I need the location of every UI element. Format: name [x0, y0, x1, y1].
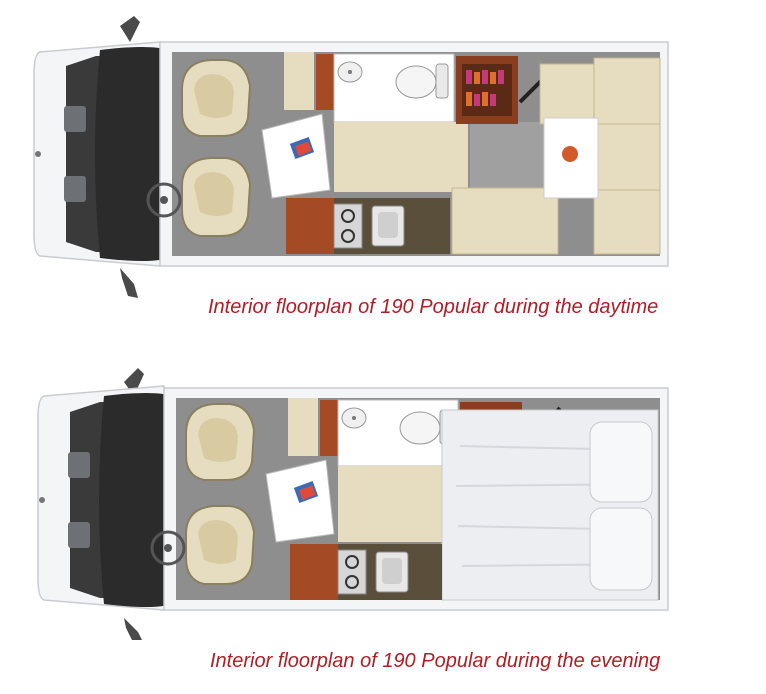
stove-icon	[337, 549, 367, 595]
mirror-icon	[120, 16, 140, 42]
table-icon	[261, 113, 331, 199]
caption-daytime: Interior floorplan of 190 Popular during…	[208, 296, 659, 318]
captain-seat-icon	[181, 59, 252, 137]
floorplan-daytime	[0, 14, 766, 304]
captain-seat-icon	[185, 403, 256, 481]
toilet-icon	[395, 63, 449, 99]
sink-icon	[341, 407, 367, 429]
captain-seat-icon	[185, 505, 256, 585]
steering-wheel-icon	[150, 530, 186, 566]
sink-icon	[371, 205, 405, 247]
mirror-icon	[120, 268, 138, 298]
captain-seat-icon	[181, 157, 252, 237]
table-icon	[265, 459, 335, 543]
cabinet	[290, 544, 338, 600]
sofa-icon	[593, 57, 661, 255]
sink-icon	[337, 61, 363, 83]
wardrobe-icon	[456, 56, 518, 124]
steering-wheel-icon	[146, 182, 182, 218]
cabinet	[320, 400, 340, 456]
floorplan-evening-drawing	[37, 368, 669, 640]
floorplan-evening	[0, 366, 766, 642]
mirror-icon	[124, 618, 142, 640]
caption-evening: Interior floorplan of 190 Popular during…	[210, 650, 661, 672]
van-cab-icon	[33, 41, 168, 267]
table-icon	[543, 117, 599, 199]
bed-icon	[441, 409, 659, 601]
sink-icon	[375, 551, 409, 593]
cabinet	[286, 198, 334, 254]
van-cab-icon	[37, 385, 172, 611]
cabinet	[316, 54, 336, 110]
floorplan-daytime-drawing	[33, 16, 669, 298]
stove-icon	[333, 203, 363, 249]
